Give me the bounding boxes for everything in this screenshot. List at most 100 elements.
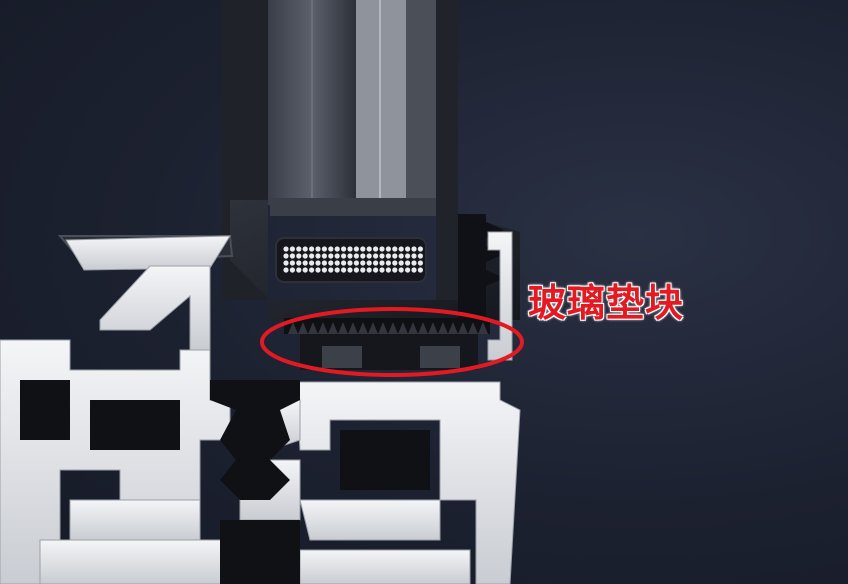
spacer-perforation bbox=[373, 246, 379, 252]
spacer-perforation bbox=[417, 246, 423, 252]
glass-spacer bbox=[270, 198, 436, 283]
spacer-perforation bbox=[373, 267, 379, 273]
spacer-perforation bbox=[373, 253, 379, 259]
setting-block-tooth bbox=[308, 322, 318, 334]
spacer-perforation bbox=[283, 253, 289, 259]
spacer-perforation bbox=[379, 246, 385, 252]
spacer-perforation bbox=[392, 260, 398, 266]
setting-block-tooth bbox=[338, 322, 348, 334]
setting-block-tooth bbox=[408, 322, 418, 334]
spacer-perforation bbox=[385, 253, 391, 259]
setting-block-tooth bbox=[388, 322, 398, 334]
spacer-perforation bbox=[411, 267, 417, 273]
spacer-perforation bbox=[398, 260, 404, 266]
spacer-perforation bbox=[411, 246, 417, 252]
setting-block-tooth bbox=[438, 322, 448, 334]
spacer-perforation bbox=[392, 267, 398, 273]
spacer-perforation bbox=[379, 267, 385, 273]
spacer-perforation bbox=[296, 267, 302, 273]
spacer-perforation bbox=[366, 260, 372, 266]
spacer-perforation bbox=[366, 253, 372, 259]
callout-label: 玻璃垫块 bbox=[528, 281, 685, 325]
spacer-perforation bbox=[347, 246, 353, 252]
thermal-break bbox=[20, 380, 430, 584]
spacer-perforation bbox=[360, 267, 366, 273]
spacer-perforation bbox=[296, 253, 302, 259]
spacer-perforation bbox=[341, 267, 347, 273]
spacer-perforation bbox=[334, 267, 340, 273]
spacer-perforation bbox=[398, 246, 404, 252]
spacer-perforation bbox=[296, 246, 302, 252]
setting-block-tooth bbox=[398, 322, 408, 334]
spacer-perforation bbox=[302, 246, 308, 252]
setting-block-tooth bbox=[478, 322, 488, 334]
spacer-perforation bbox=[289, 253, 295, 259]
spacer-perforation bbox=[289, 246, 295, 252]
spacer-perforation bbox=[302, 267, 308, 273]
spacer-perforation bbox=[405, 253, 411, 259]
spacer-perforation bbox=[366, 267, 372, 273]
setting-block-tooth bbox=[468, 322, 478, 334]
spacer-perforation bbox=[347, 253, 353, 259]
spacer-perforation bbox=[373, 260, 379, 266]
spacer-perforation bbox=[347, 260, 353, 266]
spacer-perforation bbox=[302, 260, 308, 266]
spacer-perforation bbox=[379, 253, 385, 259]
spacer-perforation bbox=[360, 253, 366, 259]
spacer-perforation bbox=[411, 260, 417, 266]
setting-block-tooth bbox=[358, 322, 368, 334]
spacer-perforation bbox=[328, 267, 334, 273]
spacer-perforation bbox=[321, 267, 327, 273]
spacer-perforation bbox=[334, 246, 340, 252]
spacer-perforation bbox=[328, 260, 334, 266]
spacer-perforation bbox=[392, 246, 398, 252]
setting-block-tooth bbox=[348, 322, 358, 334]
spacer-perforation bbox=[309, 260, 315, 266]
spacer-perforation bbox=[309, 246, 315, 252]
spacer-perforation bbox=[398, 267, 404, 273]
spacer-perforation bbox=[417, 260, 423, 266]
spacer-perforation bbox=[385, 246, 391, 252]
setting-block-tooth bbox=[318, 322, 328, 334]
setting-block-tooth bbox=[458, 322, 468, 334]
spacer-perforation bbox=[366, 246, 372, 252]
spacer-perforation bbox=[411, 253, 417, 259]
glass-setting-block bbox=[284, 318, 490, 370]
spacer-perforation bbox=[360, 246, 366, 252]
spacer-perforation bbox=[360, 260, 366, 266]
spacer-perforation bbox=[353, 267, 359, 273]
spacer-perforation bbox=[309, 267, 315, 273]
spacer-perforation bbox=[347, 267, 353, 273]
spacer-perforation bbox=[328, 246, 334, 252]
spacer-perforation bbox=[353, 246, 359, 252]
spacer-perforation bbox=[315, 260, 321, 266]
spacer-perforation bbox=[341, 246, 347, 252]
spacer-perforation bbox=[309, 253, 315, 259]
spacer-perforation bbox=[379, 260, 385, 266]
spacer-perforation bbox=[405, 267, 411, 273]
spacer-perforation bbox=[392, 253, 398, 259]
highlight-ellipse bbox=[260, 307, 524, 377]
spacer-perforation bbox=[353, 253, 359, 259]
glass-panes bbox=[222, 0, 458, 300]
spacer-perforation bbox=[398, 253, 404, 259]
spacer-perforation bbox=[405, 246, 411, 252]
spacer-perforation bbox=[283, 267, 289, 273]
spacer-perforation bbox=[289, 267, 295, 273]
spacer-perforation bbox=[417, 267, 423, 273]
setting-block-tooth bbox=[328, 322, 338, 334]
spacer-perforation bbox=[405, 260, 411, 266]
spacer-perforation bbox=[315, 253, 321, 259]
setting-block-tooth bbox=[428, 322, 438, 334]
spacer-perforation bbox=[315, 246, 321, 252]
spacer-perforation bbox=[321, 246, 327, 252]
spacer-perforation bbox=[385, 267, 391, 273]
spacer-perforation bbox=[328, 253, 334, 259]
setting-block-tooth bbox=[378, 322, 388, 334]
spacer-perforation bbox=[321, 253, 327, 259]
spacer-perforation bbox=[341, 260, 347, 266]
spacer-perforation bbox=[296, 260, 302, 266]
setting-block-tooth bbox=[368, 322, 378, 334]
